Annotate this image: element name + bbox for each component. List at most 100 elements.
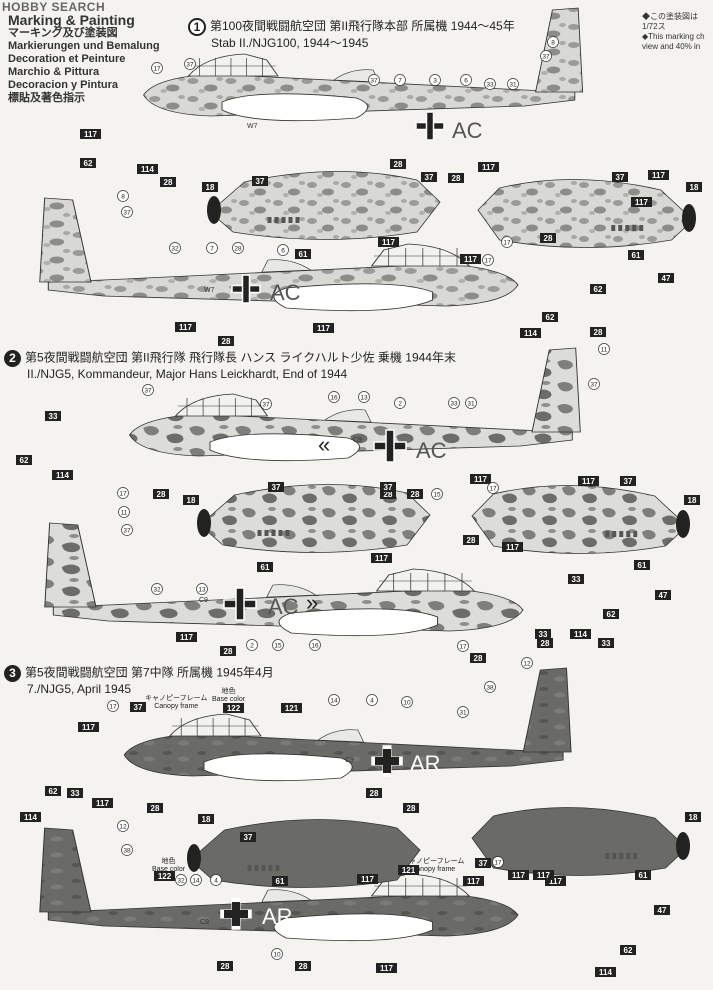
exhaust <box>619 531 624 537</box>
callout-circle: 37 <box>588 378 600 390</box>
svg-text:61: 61 <box>632 251 641 260</box>
callout-number: 117 <box>545 876 566 886</box>
svg-text:61: 61 <box>638 561 647 570</box>
callout-number: 62 <box>542 312 558 322</box>
svg-text:61: 61 <box>299 250 308 259</box>
svg-text:28: 28 <box>594 328 603 337</box>
svg-text:17: 17 <box>484 258 492 265</box>
canopy-caption-bottom: キャノピーフレーム Canopy frame <box>402 858 464 874</box>
unit-code: AR <box>410 751 441 776</box>
svg-text:6: 6 <box>281 248 285 255</box>
svg-text:37: 37 <box>262 402 270 409</box>
callout-circle: 33 <box>448 397 460 409</box>
svg-text:17: 17 <box>119 491 127 498</box>
callout-number: 117 <box>533 870 554 880</box>
balkenkreuz <box>231 274 261 304</box>
svg-text:15: 15 <box>433 492 441 499</box>
svg-text:12: 12 <box>523 661 531 668</box>
callout-circle: 37 <box>184 58 196 70</box>
wing-root <box>278 608 439 637</box>
callout-number: 28 <box>218 336 234 346</box>
callout-circle: 32 <box>175 874 187 886</box>
callout-number: 117 <box>578 476 599 486</box>
callout-number: 114 <box>20 812 41 822</box>
callout-number: 114 <box>137 164 158 174</box>
callout-number: 114 <box>570 629 591 639</box>
section-2-line2: II./NJG5, Kommandeur, Major Hans Leickha… <box>27 367 348 381</box>
callout-circle: 12 <box>521 657 533 669</box>
callout-number: 114 <box>595 967 616 977</box>
section-1-line1: 第100夜間戦闘航空団 第II飛行隊本部 所属機 1944〜45年 <box>210 19 515 34</box>
unit-code: AC <box>416 438 447 463</box>
callout-number: 28 <box>470 653 486 663</box>
aircraft-side-view <box>128 347 581 462</box>
callout-number: 117 <box>631 197 652 207</box>
svg-text:61: 61 <box>276 877 285 886</box>
svg-text:37: 37 <box>123 528 131 535</box>
callout-number: 28 <box>153 489 169 499</box>
exhaust <box>247 865 252 871</box>
svg-text:28: 28 <box>157 490 166 499</box>
callout-circle: 13 <box>196 583 208 595</box>
svg-text:117: 117 <box>82 723 95 732</box>
canopy-caption-top: キャノピーフレーム Canopy frame <box>145 695 207 711</box>
svg-text:15: 15 <box>274 643 282 650</box>
callout-number: 61 <box>257 562 273 572</box>
callout-number: 37 <box>475 858 491 868</box>
exhaust <box>264 530 269 536</box>
callout-number: 47 <box>655 590 671 600</box>
svg-text:33: 33 <box>486 82 494 89</box>
svg-text:33: 33 <box>49 412 58 421</box>
section-2-line1: 第5夜間戦闘航空団 第II飛行隊 飛行隊長 ハンス ライクハルト少佐 乗機 19… <box>25 350 456 365</box>
spinner <box>197 509 211 537</box>
marking-w7: W7 <box>204 287 215 294</box>
svg-text:28: 28 <box>407 804 416 813</box>
callout-circle: 37 <box>121 206 133 218</box>
callout-circle: 17 <box>482 254 494 266</box>
callout-number: 28 <box>463 535 479 545</box>
svg-text:117: 117 <box>380 964 393 973</box>
callout-number: 37 <box>620 476 636 486</box>
callout-circle: 31 <box>457 706 469 718</box>
svg-text:28: 28 <box>411 490 420 499</box>
svg-text:121: 121 <box>402 866 416 875</box>
svg-text:37: 37 <box>624 477 633 486</box>
callout-number: 28 <box>295 961 311 971</box>
callout-circle: 32 <box>169 242 181 254</box>
exhaust <box>633 531 638 537</box>
svg-text:3: 3 <box>433 78 437 85</box>
callout-number: 28 <box>380 489 396 499</box>
rear-canopy <box>261 889 312 903</box>
svg-text:18: 18 <box>688 496 697 505</box>
canopy <box>187 53 279 77</box>
callout-number: 33 <box>45 411 61 421</box>
svg-text:31: 31 <box>509 82 517 89</box>
callout-number: 61 <box>635 870 651 880</box>
callout-number: 62 <box>603 609 619 619</box>
callout-circle: 37 <box>142 384 154 396</box>
svg-text:117: 117 <box>96 799 109 808</box>
svg-text:18: 18 <box>187 496 196 505</box>
aircraft-side-view <box>123 667 572 782</box>
callout-number: 28 <box>160 177 176 187</box>
svg-text:28: 28 <box>467 536 476 545</box>
callout-number: 28 <box>537 638 553 648</box>
svg-text:14: 14 <box>192 878 200 885</box>
callout-number: 18 <box>684 495 700 505</box>
svg-text:114: 114 <box>141 165 154 174</box>
section-1-number: 1 <box>188 18 206 36</box>
svg-text:28: 28 <box>221 962 230 971</box>
chevron-marking: » <box>306 590 318 615</box>
spinner <box>676 832 690 860</box>
svg-text:28: 28 <box>474 654 483 663</box>
svg-text:62: 62 <box>546 313 555 322</box>
svg-text:32: 32 <box>171 246 179 253</box>
svg-text:28: 28 <box>384 490 393 499</box>
exhaust <box>611 225 616 231</box>
exhaust <box>605 531 610 537</box>
svg-text:117: 117 <box>482 163 495 172</box>
svg-text:121: 121 <box>285 704 299 713</box>
marking-c9: C9 <box>200 919 209 926</box>
exhaust <box>626 531 631 537</box>
